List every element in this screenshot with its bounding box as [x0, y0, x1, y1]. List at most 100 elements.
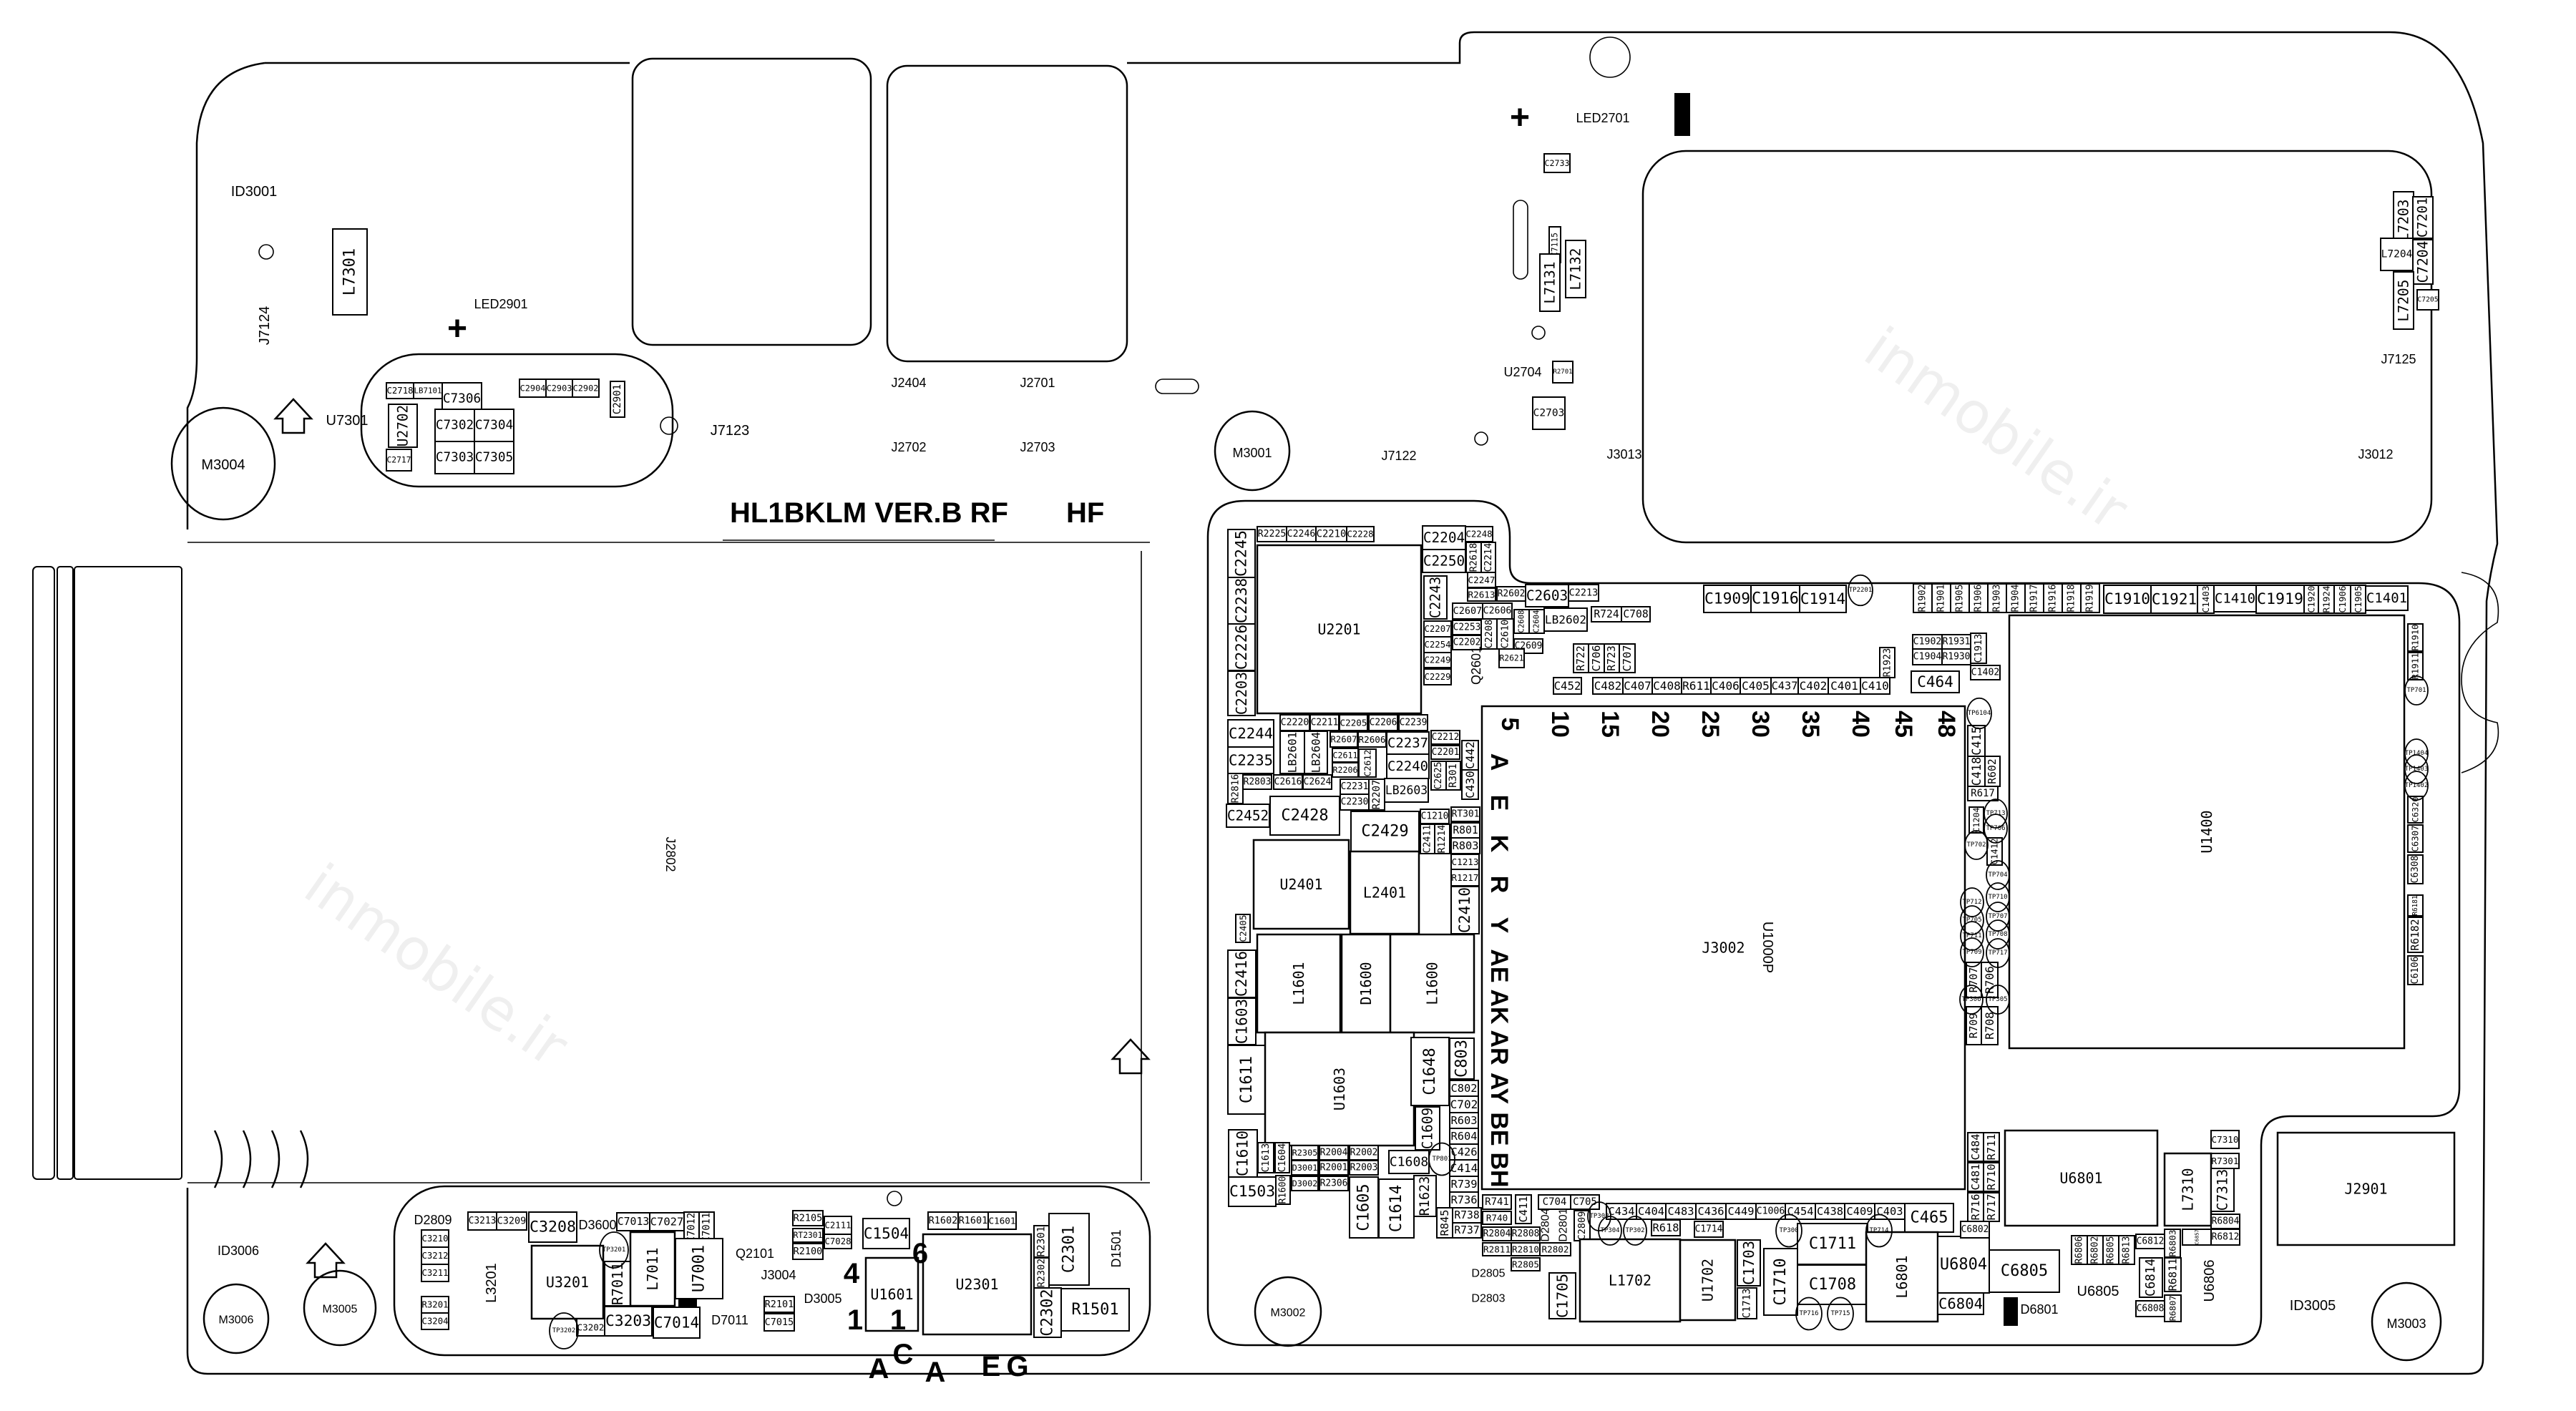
component-label: C405: [1742, 679, 1770, 693]
test-point-ring: [2404, 754, 2429, 784]
mounting-holes: [170, 406, 2442, 1362]
component-c2229: C2229: [1423, 668, 1452, 685]
reference-label-d2804: D2804: [1540, 1208, 1552, 1241]
component-c418: C418: [1967, 756, 1986, 787]
component-outline: [2412, 239, 2434, 285]
component-outline: [1227, 1045, 1267, 1115]
grid-letter-marker: K: [1485, 835, 1513, 853]
component-label: C454: [1787, 1205, 1813, 1218]
component-r717: R717: [1983, 1192, 2000, 1222]
component-label: C2229: [1424, 672, 1450, 682]
component-label: C7014: [654, 1314, 699, 1332]
test-point-ring: [1598, 1216, 1622, 1246]
reference-label-m3004: M3004: [201, 457, 245, 473]
component-label: R707: [1968, 967, 1980, 992]
component-outline: [1413, 1175, 1437, 1217]
component-outline: [2393, 271, 2414, 330]
component-outline: [610, 381, 625, 418]
test-point-tp704: TP704: [1986, 860, 2010, 890]
component-label: J2901: [2344, 1181, 2387, 1198]
reference-label-d1501: D1501: [1109, 1229, 1123, 1267]
test-point-tp305: TP305: [1986, 985, 2010, 1015]
side-connector-bar: [32, 566, 55, 1180]
component-c6857: C6857: [2182, 1229, 2212, 1246]
component-outline: [1449, 1038, 1475, 1080]
pin-marker: 1: [890, 1304, 906, 1336]
component-label: C1601: [989, 1216, 1016, 1226]
component-outline: [862, 1218, 910, 1249]
component-r2602: R2602: [1496, 586, 1526, 602]
component-r1905: R1905: [1950, 583, 1970, 613]
plus-icon: +: [1510, 99, 1530, 137]
component-label: R2816: [1230, 774, 1241, 804]
component-outline: [1252, 839, 1350, 930]
component-c6804: C6804: [1937, 1292, 1984, 1315]
component-label: C409: [1846, 1205, 1873, 1218]
component-label: R709: [1968, 1013, 1980, 1038]
component-c3212: C3212: [421, 1246, 449, 1265]
component-r1600: R1600: [1275, 1175, 1291, 1205]
bottom-grid-letter: C: [893, 1339, 914, 1370]
component-label: R6802: [2090, 1236, 2101, 1264]
component-outline: [2139, 1257, 2163, 1298]
component-c1921: C1921: [2150, 585, 2198, 614]
component-label: R1601: [959, 1215, 988, 1226]
component-c1611: C1611: [1227, 1045, 1267, 1115]
component-label: C6808: [2137, 1304, 2165, 1314]
component-r1916: R1916: [2043, 583, 2063, 613]
component-label: C6802: [1961, 1224, 1989, 1235]
component-label: R1904: [2011, 584, 2021, 612]
test-point-label: TP3201: [602, 1246, 626, 1254]
component-label: R2002: [1350, 1148, 1378, 1158]
component-c2301: C2301: [1048, 1213, 1090, 1286]
component-label: C3210: [421, 1234, 448, 1244]
component-outline: [1498, 648, 1525, 668]
component-label: R1602: [929, 1215, 958, 1226]
component-outline: [1227, 623, 1256, 671]
component-label: R711: [1985, 1133, 1998, 1160]
component-label: L7301: [341, 248, 359, 296]
component-label: C452: [1554, 679, 1581, 693]
component-outline: [1967, 786, 1999, 801]
grid-number-marker: 30: [1747, 711, 1774, 738]
component-outline: [1968, 806, 1984, 834]
component-l7310: L7310: [2163, 1152, 2212, 1227]
component-label: R1905: [1955, 585, 1966, 612]
component-r1930: R1930: [1941, 648, 1971, 665]
component-r2802: R2802: [1539, 1242, 1571, 1256]
component-l7011: L7011: [629, 1231, 676, 1307]
component-label: RT301: [1452, 809, 1480, 820]
component-label: C2111: [824, 1221, 851, 1231]
component-label: C7027: [650, 1216, 684, 1229]
component-label: C1403: [2200, 586, 2211, 613]
test-point-label: TP705: [1962, 917, 1981, 924]
component-label: C449: [1727, 1205, 1754, 1218]
component-label: C1714: [1695, 1224, 1723, 1235]
component-r736: R736: [1449, 1191, 1479, 1209]
component-label: C2205: [1340, 718, 1367, 728]
component-label: C2248: [1465, 529, 1492, 540]
component-outline: [864, 1256, 919, 1332]
reference-label-d2805: D2805: [1471, 1268, 1505, 1280]
component-outline: [1911, 670, 1960, 693]
reference-label-j2404: J2404: [891, 376, 926, 390]
hole: [660, 416, 678, 435]
component-label: U1601: [870, 1286, 913, 1303]
test-point-ring: [2404, 771, 2429, 801]
component-outline: [1423, 575, 1448, 620]
component-label: C6857: [2194, 1229, 2200, 1244]
mounting-hole: [303, 1269, 377, 1347]
component-label: R2618: [1468, 543, 1480, 572]
component-label: R2811: [1483, 1244, 1511, 1255]
component-label: R617: [1971, 788, 1995, 799]
component-label: C2206: [1370, 718, 1397, 728]
component-c411: C411: [1515, 1194, 1532, 1224]
component-c2240: C2240: [1386, 753, 1430, 779]
test-point-tp801: TP801: [1428, 1142, 1455, 1176]
component-outline: [1302, 774, 1332, 790]
test-point-label: TP801: [1432, 1156, 1451, 1163]
component-c7305: C7305: [474, 441, 514, 474]
component-r722: R722: [1573, 643, 1589, 673]
test-point-label: TP716: [1799, 1310, 1818, 1317]
component-outline: [1257, 1142, 1274, 1173]
